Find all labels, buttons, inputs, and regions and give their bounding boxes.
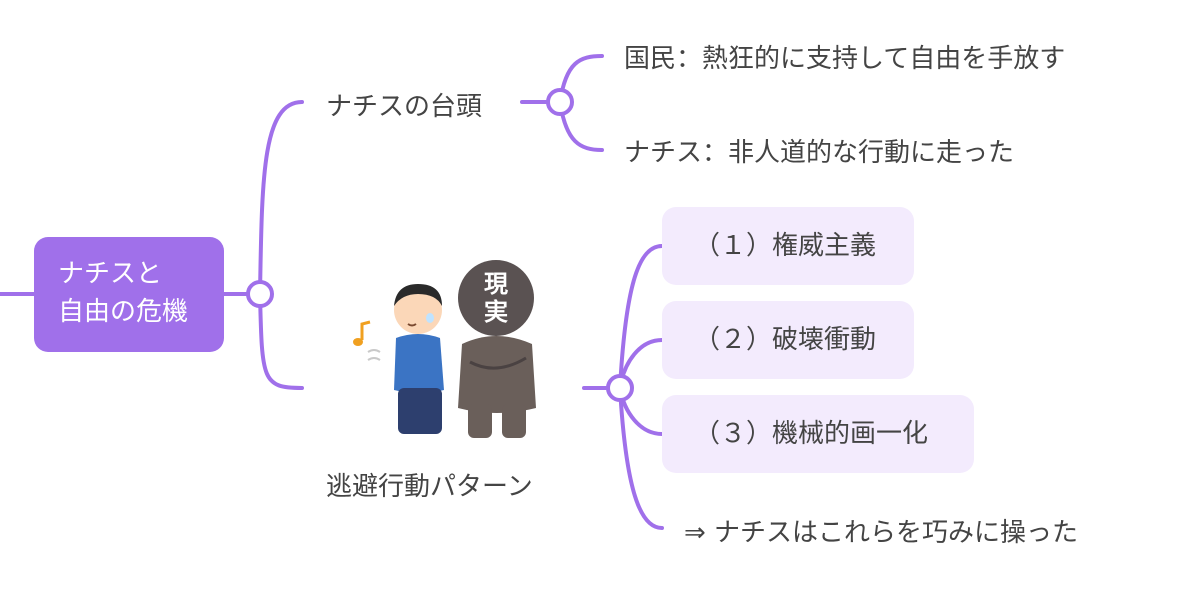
branch-nazi-label[interactable]: ナチスの台頭 (326, 92, 483, 122)
reality-text-1: 現 (484, 270, 508, 298)
escape-conclusion[interactable]: ⇒ ナチスはこれらを巧みに操った (684, 518, 1079, 548)
root-topic[interactable]: ナチスと 自由の危機 (34, 237, 224, 352)
music-note-icon (353, 320, 371, 346)
escape-item-2[interactable]: （２）破壊衝動 (662, 301, 914, 379)
nazi-connector-node (546, 88, 574, 116)
escape-item-3[interactable]: （３）機械的画一化 (662, 395, 974, 473)
reality-figure: 現 実 (458, 260, 536, 438)
root-connector-node (246, 280, 274, 308)
root-topic-line1: ナチスと (58, 259, 163, 289)
nazi-child-2[interactable]: ナチス：非人道的な行動に走った (624, 138, 1015, 168)
branch-escape-label[interactable]: 逃避行動パターン (326, 472, 533, 502)
root-topic-line2: 自由の危機 (58, 297, 189, 327)
reality-text-2: 実 (484, 298, 508, 326)
root-to-escape-branch-line (258, 292, 304, 390)
escape-to-conclusion-line (618, 386, 664, 530)
reality-avoidance-illustration: 現 実 (353, 260, 536, 438)
escape-item-1[interactable]: （１）権威主義 (662, 207, 914, 285)
escape-to-item1-line (618, 244, 664, 390)
nazi-child-1[interactable]: 国民：熱狂的に支持して自由を手放す (624, 44, 1066, 74)
boy-figure (394, 284, 444, 434)
whistle-lines-icon (367, 349, 381, 361)
escape-connector-node (606, 374, 634, 402)
root-to-nazi-branch-line (258, 100, 304, 296)
